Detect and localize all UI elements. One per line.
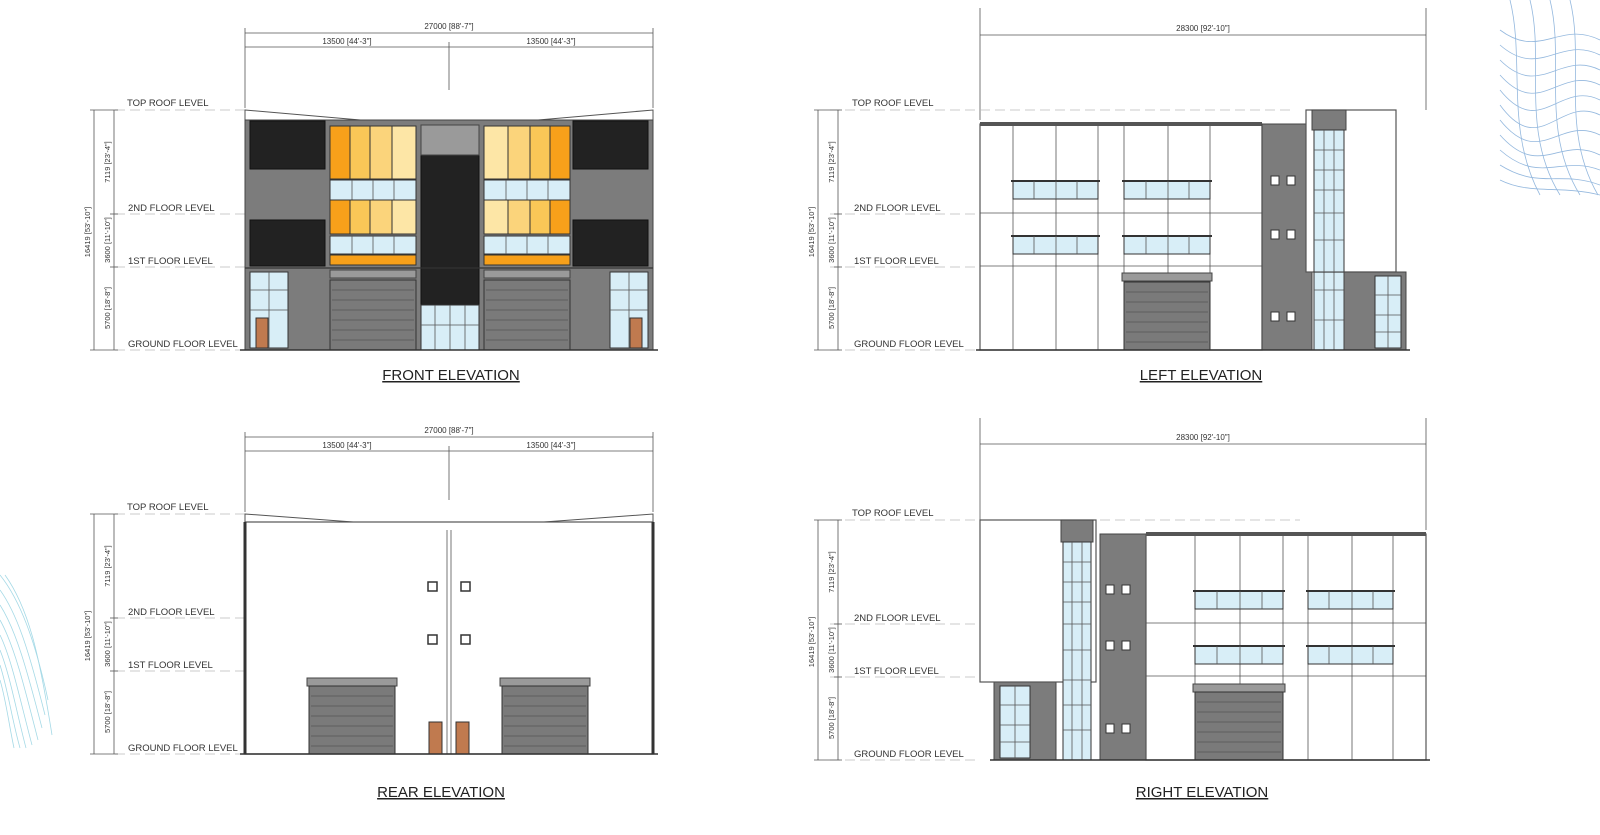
rear-first-floor-label: 1ST FLOOR LEVEL — [128, 660, 213, 671]
left-overall-width: 28300 [92'-10"] — [1176, 24, 1230, 33]
rear-second-floor-label: 2ND FLOOR LEVEL — [128, 607, 215, 618]
front-curtain-wall-left — [329, 125, 417, 266]
right-first-height: 3600 [11'-10"] — [827, 627, 836, 673]
rear-elevation-title: REAR ELEVATION — [377, 784, 505, 801]
front-shutter-door-left — [329, 279, 417, 351]
front-curtain-wall-right — [483, 125, 571, 266]
right-window-band-upper — [1193, 590, 1395, 610]
front-total-height: 16419 [53'-10"] — [83, 207, 92, 257]
left-upper-height: 7119 [23'-4"] — [827, 141, 836, 182]
front-louvre-upper-right — [572, 120, 649, 170]
rear-shutter-door-left — [308, 685, 396, 755]
rear-ground-floor-label: GROUND FLOOR LEVEL — [128, 743, 238, 754]
left-first-floor-label: 1ST FLOOR LEVEL — [854, 256, 939, 267]
front-elevation: 27000 [88'-7"] 13500 [44'-3"] 13500 [44'… — [83, 22, 658, 384]
right-stair-glazing — [1062, 541, 1092, 761]
front-elevation-title: FRONT ELEVATION — [382, 367, 520, 384]
rear-ground-height: 5700 [18'-8"] — [103, 691, 112, 733]
left-elevation-title: LEFT ELEVATION — [1140, 367, 1263, 384]
front-first-height: 3600 [11'-10"] — [103, 217, 112, 263]
right-shutter-door — [1194, 691, 1284, 761]
front-first-floor-label: 1ST FLOOR LEVEL — [128, 256, 213, 267]
front-louvre-upper-left — [249, 120, 326, 170]
right-second-floor-label: 2ND FLOOR LEVEL — [854, 613, 941, 624]
wave-decoration-top-right — [1499, 0, 1600, 196]
rear-shutter-door-right — [501, 685, 589, 755]
front-ground-floor-label: GROUND FLOOR LEVEL — [128, 339, 238, 350]
front-shutter-door-right — [483, 279, 571, 351]
right-overall-width: 28300 [92'-10"] — [1176, 433, 1230, 442]
front-upper-height: 7119 [23'-4"] — [103, 141, 112, 182]
wave-decoration-bottom-left — [0, 574, 53, 749]
rear-top-roof-label: TOP ROOF LEVEL — [127, 502, 208, 513]
front-overall-width: 27000 [88'-7"] — [424, 22, 473, 31]
rear-door-left — [428, 721, 443, 755]
front-central-core — [420, 154, 480, 306]
right-first-floor-label: 1ST FLOOR LEVEL — [854, 666, 939, 677]
rear-half-width-left: 13500 [44'-3"] — [322, 441, 371, 450]
rear-overall-width: 27000 [88'-7"] — [424, 426, 473, 435]
front-louvre-lower-left — [249, 219, 326, 267]
front-top-roof-label: TOP ROOF LEVEL — [127, 98, 208, 109]
right-ground-height: 5700 [18'-8"] — [827, 697, 836, 739]
rear-elevation: 27000 [88'-7"] 13500 [44'-3"] 13500 [44'… — [83, 426, 658, 801]
left-top-roof-label: TOP ROOF LEVEL — [852, 98, 933, 109]
rear-total-height: 16419 [53'-10"] — [83, 611, 92, 661]
front-entry-door-right — [629, 317, 643, 349]
left-ground-floor-label: GROUND FLOOR LEVEL — [854, 339, 964, 350]
left-total-height: 16419 [53'-10"] — [807, 207, 816, 257]
left-first-height: 3600 [11'-10"] — [827, 217, 836, 263]
front-half-width-right: 13500 [44'-3"] — [526, 37, 575, 46]
left-shutter-door — [1123, 281, 1211, 351]
rear-first-height: 3600 [11'-10"] — [103, 621, 112, 667]
right-elevation: 28300 [92'-10"] TOP ROOF LEVEL 2ND FLOOR… — [807, 418, 1430, 801]
right-top-roof-label: TOP ROOF LEVEL — [852, 508, 933, 519]
rear-door-right — [455, 721, 470, 755]
right-elevation-title: RIGHT ELEVATION — [1136, 784, 1269, 801]
right-ground-floor-label: GROUND FLOOR LEVEL — [854, 749, 964, 760]
rear-upper-height: 7119 [23'-4"] — [103, 545, 112, 586]
front-entry-door-left — [255, 317, 269, 349]
front-second-floor-label: 2ND FLOOR LEVEL — [128, 203, 215, 214]
left-window-band-upper — [1011, 180, 1212, 200]
left-ground-height: 5700 [18'-8"] — [827, 287, 836, 329]
left-window-band-lower — [1011, 235, 1212, 255]
front-ground-height: 5700 [18'-8"] — [103, 287, 112, 329]
right-upper-height: 7119 [23'-4"] — [827, 551, 836, 592]
right-window-band-lower — [1193, 645, 1395, 665]
front-half-width-left: 13500 [44'-3"] — [322, 37, 371, 46]
rear-vents — [427, 581, 471, 645]
front-louvre-lower-right — [572, 219, 649, 267]
rear-wall — [244, 521, 654, 755]
left-second-floor-label: 2ND FLOOR LEVEL — [854, 203, 941, 214]
right-total-height: 16419 [53'-10"] — [807, 617, 816, 667]
left-elevation: 28300 [92'-10"] TOP ROOF LEVEL 2ND FLOOR… — [807, 8, 1427, 384]
rear-half-width-right: 13500 [44'-3"] — [526, 441, 575, 450]
